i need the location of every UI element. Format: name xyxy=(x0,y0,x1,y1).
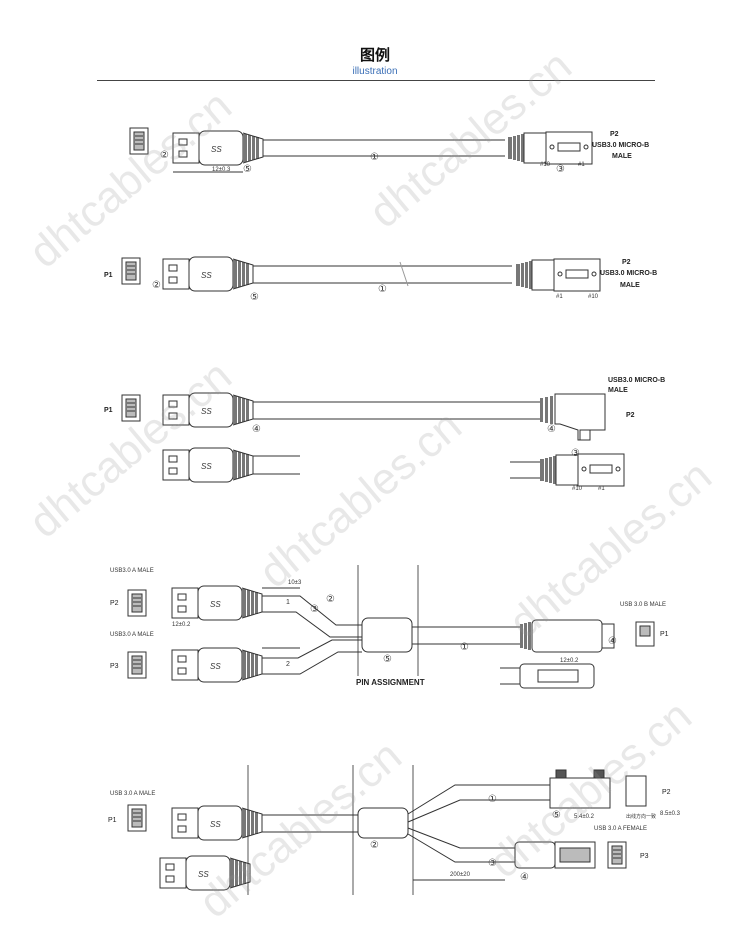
d4-p3-id: P3 xyxy=(110,663,119,670)
d1-dim: 12±0.3 xyxy=(212,167,231,173)
d5-c3: ③ xyxy=(488,858,497,869)
d5-dim-screw: 5.4±0.2 xyxy=(574,814,595,820)
d2-callout-cable: ① xyxy=(378,284,387,295)
d1-pin-right: #1 xyxy=(578,162,585,168)
d1-pin-left: #10 xyxy=(540,162,551,168)
d2-p2-gender: MALE xyxy=(620,282,640,289)
d1-p2-gender: MALE xyxy=(612,153,632,160)
d5-c1: ① xyxy=(488,794,497,805)
header-divider xyxy=(97,80,655,81)
d2-pin-right: #10 xyxy=(588,294,599,300)
d3-p2-gender: MALE xyxy=(608,387,628,394)
d5-c4: ④ xyxy=(520,872,529,883)
d5-c5: ⑤ xyxy=(552,810,561,821)
d4-p2-id: P2 xyxy=(110,600,119,607)
d5-side-note: 出线方向一致 xyxy=(626,813,656,820)
d5-p2-id: P2 xyxy=(662,789,671,796)
d5-dim-split: 200±20 xyxy=(450,872,471,878)
d5-a-label: USB 3.0 A MALE xyxy=(110,791,155,797)
d2-p1-id: P1 xyxy=(104,272,113,279)
diagram-5: USB 3.0 A MALE P1 P2 P3 USB 3.0 A FEMALE… xyxy=(108,765,681,895)
d1-callout-p2: ③ xyxy=(556,164,565,175)
d1-callout-boot: ⑤ xyxy=(243,164,252,175)
d5-p1-id: P1 xyxy=(108,817,117,824)
page-header: 图例 illustration xyxy=(0,0,750,90)
d2-p2-type: USB3.0 MICRO-B xyxy=(600,270,657,277)
d4-c4: ④ xyxy=(608,636,617,647)
d4-dim-a: 12±0.2 xyxy=(172,622,191,628)
d4-branch-2: 2 xyxy=(286,661,290,668)
d1-p2-id: P2 xyxy=(610,131,619,138)
d3-p2-id: P2 xyxy=(626,412,635,419)
d3-pin-right: #1 xyxy=(598,486,605,492)
d2-p2-id: P2 xyxy=(622,259,631,266)
d4-p1-id: P1 xyxy=(660,631,669,638)
d2-callout-boot: ⑤ xyxy=(250,292,259,303)
d3-p1-id: P1 xyxy=(104,407,113,414)
d4-pin-caption: PIN ASSIGNMENT xyxy=(356,678,425,687)
diagram-4: USB3.0 A MALE P2 USB3.0 A MALE P3 USB 3.… xyxy=(110,565,669,689)
d1-p2-type: USB3.0 MICRO-B xyxy=(592,142,649,149)
d3-callout-boot: ④ xyxy=(252,424,261,435)
d4-c1: ① xyxy=(460,642,469,653)
d5-c2: ② xyxy=(370,840,379,851)
d4-c5: ⑤ xyxy=(383,654,392,665)
d4-dim-b: 10±3 xyxy=(288,580,302,586)
d4-c2: ② xyxy=(326,594,335,605)
d4-p3-label: USB3.0 A MALE xyxy=(110,632,154,638)
d3-callout-p2a: ④ xyxy=(547,424,556,435)
page-title: 图例 xyxy=(359,47,390,64)
d1-callout-cable: ① xyxy=(370,152,379,163)
diagram-2: P1 ② ⑤ ① #1 #10 P2 USB3.0 MICRO-B MALE xyxy=(104,256,657,303)
page-subtitle: illustration xyxy=(352,66,398,77)
d3-p2-type: USB3.0 MICRO-B xyxy=(608,377,665,384)
diagram-3: P1 ④ ④ ③ #10 #1 USB3.0 MICRO-B MALE P2 xyxy=(104,377,665,492)
d2-pin-left: #1 xyxy=(556,294,563,300)
d5-dim-side: 8.5±0.3 xyxy=(660,811,681,817)
d5-p3-id: P3 xyxy=(640,853,649,860)
d5-female-label: USB 3.0 A FEMALE xyxy=(594,826,647,832)
d4-p1-label: USB 3.0 B MALE xyxy=(620,602,666,608)
diagram-1: 12±0.3 ② ⑤ ① ③ #10 #1 P2 USB3.0 MICRO-B … xyxy=(129,127,649,175)
d4-c3: ③ xyxy=(310,604,319,615)
d4-dim-p1: 12±0.2 xyxy=(560,658,579,664)
d4-branch-1: 1 xyxy=(286,599,290,606)
d2-callout-p1: ② xyxy=(152,280,161,291)
d4-p2-label: USB3.0 A MALE xyxy=(110,568,154,574)
d1-callout-p1: ② xyxy=(160,150,169,161)
d3-pin-left: #10 xyxy=(572,486,583,492)
d3-callout-p2b: ③ xyxy=(571,448,580,459)
